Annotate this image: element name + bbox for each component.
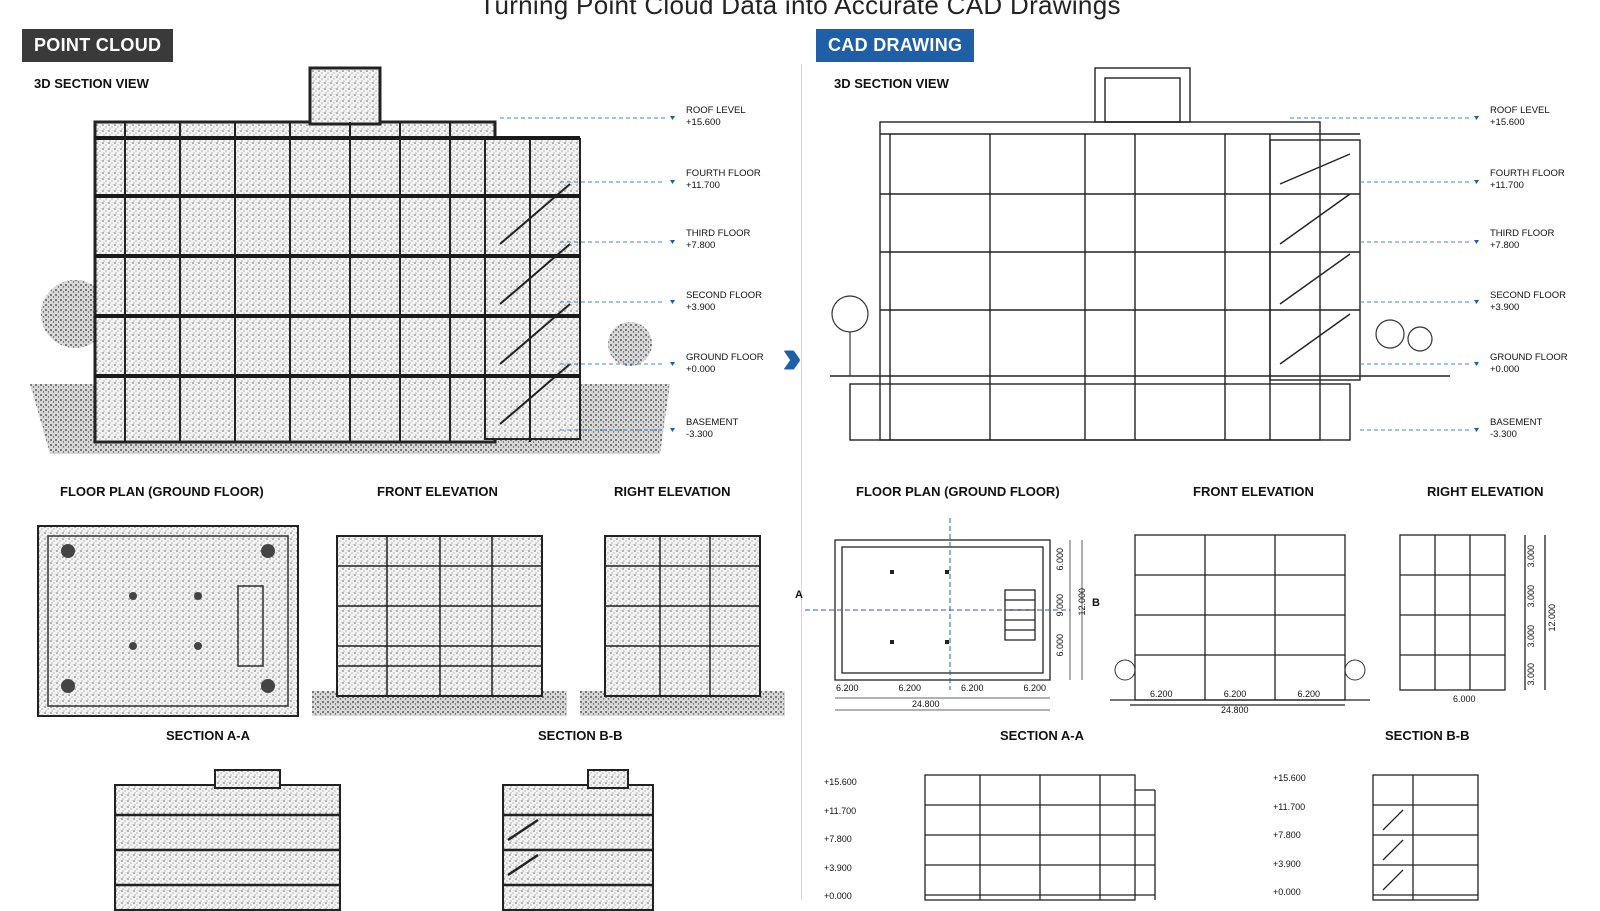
pc-section-bb-drawing <box>502 769 654 911</box>
pc-level-second: SECOND FLOOR+3.900 <box>686 290 763 313</box>
section-marker-b: B <box>1092 597 1100 609</box>
section-marker-a: A <box>795 589 803 601</box>
chevron-right-icon: ››› <box>782 331 802 384</box>
cad-level-roof: ROOF LEVEL+15.600 <box>1490 105 1550 128</box>
cad-section-aa-drawing <box>924 774 1156 901</box>
right-height-dim: 3.000 <box>1526 625 1536 648</box>
plan-bay-dim: 6.200 <box>960 683 984 693</box>
pc-level-third: THIRD FLOOR+7.800 <box>686 228 751 251</box>
cad-front-elevation-drawing <box>1110 534 1370 706</box>
plan-bay-dims: 6.200 6.200 6.200 6.200 <box>836 683 1046 693</box>
cad-level-third: THIRD FLOOR+7.800 <box>1490 228 1555 251</box>
cad-level-fourth: FOURTH FLOOR+11.700 <box>1490 168 1565 191</box>
pc-floor-plan-drawing <box>37 525 299 717</box>
section-bb-level: +3.900 <box>1273 858 1301 869</box>
plan-side-dim: 6.000 <box>1055 634 1065 657</box>
front-total-dim: 24.800 <box>1221 705 1249 715</box>
section-aa-level: +0.000 <box>824 891 852 901</box>
page-title: Turning Point Cloud Data into Accurate C… <box>479 0 1121 20</box>
pc-front-elevation-drawing <box>312 535 567 716</box>
section-aa-levels: +15.600 +11.700 +7.800 +3.900 +0.000 <box>824 768 857 911</box>
plan-bay-dim: 6.200 <box>1023 683 1046 693</box>
right-height-dim: 3.000 <box>1526 663 1536 686</box>
pc-section-aa-drawing <box>114 769 341 911</box>
pc-section-view-label: 3D SECTION VIEW <box>34 76 149 91</box>
pc-level-fourth: FOURTH FLOOR+11.700 <box>686 168 761 191</box>
pc-section-bb-label: SECTION B-B <box>538 728 623 743</box>
cad-drawing-badge: CAD DRAWING <box>816 29 975 62</box>
cad-section-bb-drawing <box>1372 774 1479 901</box>
section-aa-level: +3.900 <box>824 862 852 873</box>
cad-level-basement: BASEMENT-3.300 <box>1490 417 1543 440</box>
section-bb-level: +11.700 <box>1273 801 1306 812</box>
cad-level-ground: GROUND FLOOR+0.000 <box>1490 352 1568 375</box>
cad-section-bb-label: SECTION B-B <box>1385 728 1470 743</box>
pc-floor-plan-label: FLOOR PLAN (GROUND FLOOR) <box>60 484 264 499</box>
plan-bay-dim: 6.200 <box>898 683 922 693</box>
plan-total-dim: 24.800 <box>912 699 940 709</box>
panel-divider <box>801 64 802 900</box>
pc-level-roof: ROOF LEVEL+15.600 <box>686 105 746 128</box>
cad-section-aa-label: SECTION A-A <box>1000 728 1085 743</box>
right-total-height-dim: 12.000 <box>1547 604 1557 632</box>
cad-section-view-label: 3D SECTION VIEW <box>834 76 949 91</box>
right-height-dim: 3.000 <box>1526 585 1536 608</box>
section-bb-level: +0.000 <box>1273 887 1301 897</box>
cad-right-elevation-label: RIGHT ELEVATION <box>1427 484 1544 499</box>
right-width-dim: 6.000 <box>1453 694 1476 704</box>
section-bb-level: +15.600 <box>1273 773 1306 783</box>
pc-front-elevation-label: FRONT ELEVATION <box>377 484 498 499</box>
front-bay-dim: 6.200 <box>1223 689 1247 699</box>
pc-right-elevation-drawing <box>580 535 785 716</box>
section-aa-level: +15.600 <box>824 777 857 787</box>
section-aa-level: +11.700 <box>824 805 857 816</box>
plan-side-dim: 6.000 <box>1055 548 1065 571</box>
pc-level-basement: BASEMENT-3.300 <box>686 417 739 440</box>
point-cloud-badge: POINT CLOUD <box>22 29 174 62</box>
cad-front-elevation-label: FRONT ELEVATION <box>1193 484 1314 499</box>
pc-level-ground: GROUND FLOOR+0.000 <box>686 352 764 375</box>
pc-right-elevation-label: RIGHT ELEVATION <box>614 484 731 499</box>
pc-section-aa-label: SECTION A-A <box>166 728 251 743</box>
front-bay-dim: 6.200 <box>1150 689 1173 699</box>
cad-level-second: SECOND FLOOR+3.900 <box>1490 290 1567 313</box>
section-bb-levels: +15.600 +11.700 +7.800 +3.900 +0.000 <box>1273 764 1306 907</box>
section-aa-level: +7.800 <box>824 834 852 844</box>
cad-floor-plan-label: FLOOR PLAN (GROUND FLOOR) <box>856 484 1060 499</box>
pc-3d-section-drawing <box>30 66 670 454</box>
cad-right-elevation-drawing <box>1399 534 1546 691</box>
cad-3d-section-drawing <box>830 67 1450 441</box>
plan-side-total-dim: 12.000 <box>1077 588 1087 616</box>
plan-bay-dim: 6.200 <box>836 683 859 693</box>
plan-side-dim: 9.000 <box>1055 594 1065 617</box>
front-bay-dims: 6.200 6.200 6.200 <box>1150 689 1320 699</box>
right-height-dim: 3.000 <box>1526 545 1536 568</box>
front-bay-dim: 6.200 <box>1297 689 1320 699</box>
cad-floor-plan-drawing <box>805 518 1083 711</box>
section-bb-level: +7.800 <box>1273 830 1301 840</box>
